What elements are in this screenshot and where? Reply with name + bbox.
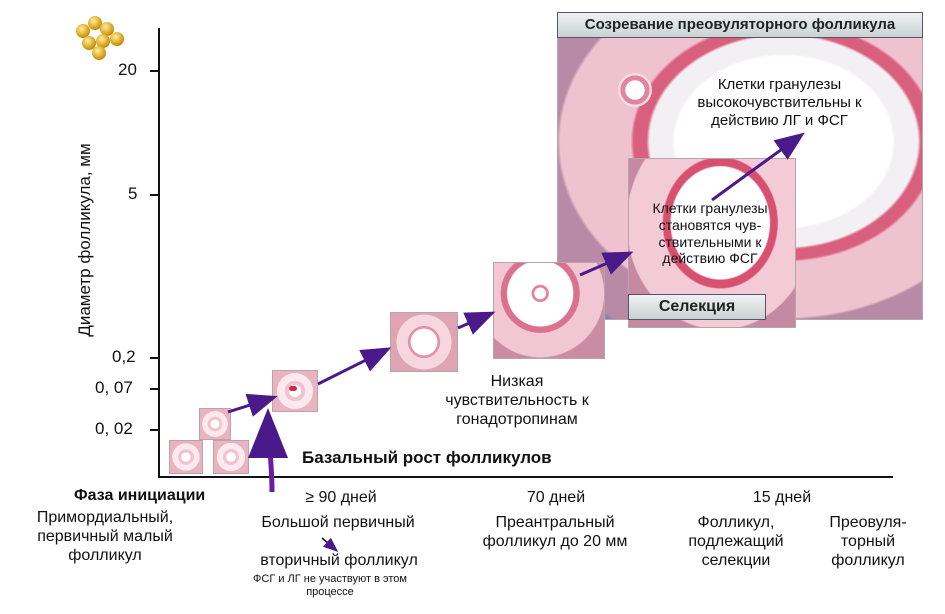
large-primary-follicle-image [272,370,318,412]
y-tick-label: 20 [118,60,137,79]
preantral-follicle-label: Преантральный фолликул до 20 мм [482,514,628,551]
follicle-cluster-icon [70,12,130,62]
primordial-follicle-label: Примордиальный, первичный малый фолликул [36,509,174,565]
duration-90-days: ≥ 90 дней [305,489,377,506]
oocyte-image [618,73,652,107]
arrow-initiation [248,408,289,493]
y-tick-label: 5 [128,184,138,203]
arrow-preantral-to-selection [579,251,634,277]
oocyte-dot [289,386,297,391]
y-tick-label: 0,2 [112,347,136,366]
y-tick-label: 0, 02 [95,419,133,438]
low-sensitivity-text: Низкая чувствительность к гонадотропинам [445,373,589,429]
selection-label: Селекция [628,294,766,320]
y-tick [150,70,160,72]
arrow-primordial-to-primary [227,393,278,417]
preovulatory-follicle-label: Преовуля-торный фолликул [829,514,907,570]
primordial-follicle-image [169,440,203,474]
y-tick [150,357,160,359]
y-tick-label: 0, 07 [95,378,133,397]
arrow-secondary-to-preantral [457,311,496,335]
primordial-follicle-image [199,408,231,440]
basal-growth-label: Базальный рост фолликулов [302,448,552,467]
y-tick [150,194,160,196]
preantral-follicle-image [493,262,605,359]
arrow-selection-to-preovulatory [711,132,805,202]
initiation-phase-label: Фаза инициации [74,487,206,504]
selection-subject-label: Фолликул, подлежащий селекции [688,514,784,570]
y-tick [150,429,160,431]
secondary-follicle-label: вторичный фолликул [260,552,418,569]
fsh-lh-note: ФСГ и ЛГ не участвуют в этом процессе [253,573,407,599]
granulosa-high-sensitivity-text: Клетки гранулезы высокочувствительны к д… [697,76,862,129]
y-axis [158,28,160,478]
large-primary-label: Большой первичный [261,514,415,531]
arrow-note [321,537,339,552]
granulosa-become-sensitive-text: Клетки гранулезы становятся чув-ствитель… [652,200,768,267]
secondary-follicle-image [390,312,458,372]
x-axis [158,476,893,478]
duration-15-days: 15 дней [752,489,812,506]
y-tick [150,388,160,390]
maturation-title: Созревание преовуляторного фолликула [557,12,923,38]
duration-70-days: 70 дней [526,489,586,506]
arrow-primary-to-secondary [317,347,392,386]
